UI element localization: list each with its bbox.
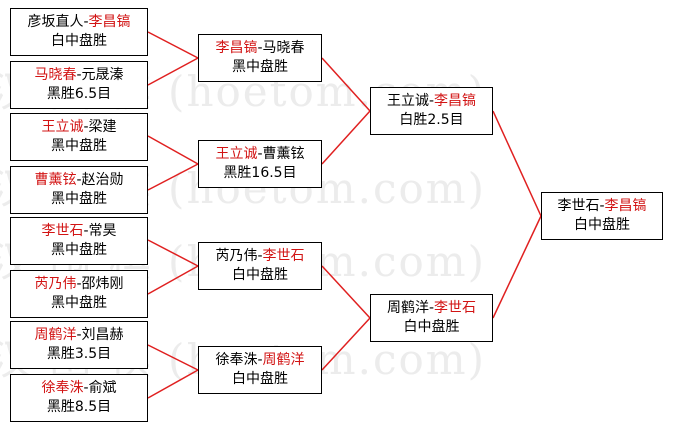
- match-players: 王立诚-梁建: [41, 119, 117, 135]
- player-2: 赵治勋: [81, 172, 124, 188]
- match-r2-3: 芮乃伟-李世石 白中盘胜: [198, 242, 322, 290]
- match-result: 黑胜16.5目: [223, 165, 297, 181]
- connector-line: [147, 163, 199, 191]
- match-result: 白中盘胜: [574, 217, 630, 233]
- player-1: 徐奉洙: [215, 352, 258, 368]
- connector-line: [147, 135, 199, 165]
- match-players: 曹薰铉-赵治勋: [34, 172, 124, 188]
- match-result: 白胜2.5目: [399, 112, 464, 128]
- match-result: 白中盘胜: [51, 33, 107, 49]
- match-r1-1: 彦坂直人-李昌镐 白中盘胜: [10, 8, 148, 56]
- match-r1-2: 马晓春-元晟溱 黑胜6.5目: [10, 61, 148, 109]
- connector-line: [492, 110, 542, 217]
- match-result: 黑中盘胜: [51, 191, 107, 207]
- player-1: 李世石: [41, 223, 84, 239]
- match-r1-7: 周鹤洋-刘昌赫 黑胜3.5目: [10, 321, 148, 369]
- player-2: 邵炜刚: [81, 276, 124, 292]
- connector-line: [321, 110, 371, 165]
- player-2: 刘昌赫: [81, 327, 124, 343]
- connector-line: [147, 265, 199, 295]
- player-2: 周鹤洋: [262, 352, 305, 368]
- player-2: 李昌镐: [88, 14, 131, 30]
- match-result: 黑中盘胜: [51, 242, 107, 258]
- player-2: 李世石: [262, 248, 305, 264]
- player-2: 曹薰铉: [262, 146, 305, 162]
- player-2: 马晓春: [262, 40, 305, 56]
- match-result: 白中盘胜: [232, 267, 288, 283]
- player-1: 彦坂直人: [27, 14, 84, 30]
- player-2: 李世石: [434, 300, 477, 316]
- match-players: 李世石-常昊: [41, 223, 117, 239]
- match-players: 马晓春-元晟溱: [34, 67, 124, 83]
- player-2: 梁建: [88, 119, 117, 135]
- connector-line: [321, 317, 371, 371]
- match-r1-3: 王立诚-梁建 黑中盘胜: [10, 113, 148, 161]
- match-players: 芮乃伟-邵炜刚: [34, 276, 124, 292]
- match-result: 黑胜3.5目: [46, 346, 112, 362]
- match-r1-6: 芮乃伟-邵炜刚 黑中盘胜: [10, 270, 148, 318]
- player-1: 周鹤洋: [34, 327, 77, 343]
- player-1: 徐奉洙: [41, 380, 84, 396]
- connector-line: [321, 57, 371, 112]
- player-1: 芮乃伟: [215, 248, 258, 264]
- match-players: 周鹤洋-刘昌赫: [34, 327, 124, 343]
- connector-line: [147, 369, 199, 399]
- match-result: 白中盘胜: [232, 371, 288, 387]
- player-1: 李世石: [557, 198, 600, 214]
- match-final: 李世石-李昌镐 白中盘胜: [541, 192, 663, 240]
- player-1: 马晓春: [34, 67, 77, 83]
- match-r3-2: 周鹤洋-李世石 白中盘胜: [370, 294, 493, 342]
- match-players: 周鹤洋-李世石: [386, 300, 477, 316]
- match-players: 王立诚-曹薰铉: [215, 146, 305, 162]
- match-players: 徐奉洙-周鹤洋: [215, 352, 305, 368]
- match-r2-4: 徐奉洙-周鹤洋 白中盘胜: [198, 346, 322, 394]
- connector-line: [147, 239, 199, 267]
- connector-line: [147, 31, 199, 59]
- connector-line: [147, 344, 199, 371]
- connector-line: [147, 57, 199, 86]
- player-2: 李昌镐: [434, 93, 477, 109]
- match-r1-5: 李世石-常昊 黑中盘胜: [10, 217, 148, 265]
- match-players: 李世石-李昌镐: [557, 198, 647, 214]
- match-result: 白中盘胜: [403, 319, 460, 335]
- player-2: 常昊: [88, 223, 117, 239]
- match-players: 李昌镐-马晓春: [215, 40, 305, 56]
- player-2: 李昌镐: [604, 198, 647, 214]
- match-result: 黑中盘胜: [232, 59, 288, 75]
- match-players: 王立诚-李昌镐: [386, 93, 477, 109]
- match-r3-1: 王立诚-李昌镐 白胜2.5目: [370, 87, 493, 135]
- player-1: 李昌镐: [215, 40, 258, 56]
- match-r2-1: 李昌镐-马晓春 黑中盘胜: [198, 34, 322, 82]
- match-players: 芮乃伟-李世石: [215, 248, 305, 264]
- player-1: 周鹤洋: [386, 300, 429, 316]
- player-2: 俞斌: [88, 380, 117, 396]
- match-r2-2: 王立诚-曹薰铉 黑胜16.5目: [198, 140, 322, 188]
- match-players: 彦坂直人-李昌镐: [27, 14, 131, 30]
- player-1: 曹薰铉: [34, 172, 77, 188]
- match-result: 黑胜8.5目: [46, 399, 112, 415]
- player-1: 芮乃伟: [34, 276, 77, 292]
- player-2: 元晟溱: [81, 67, 124, 83]
- match-result: 黑中盘胜: [51, 138, 107, 154]
- player-1: 王立诚: [215, 146, 258, 162]
- match-result: 黑胜6.5目: [46, 86, 112, 102]
- connector-line: [492, 215, 542, 319]
- match-players: 徐奉洙-俞斌: [41, 380, 117, 396]
- match-result: 黑中盘胜: [51, 295, 107, 311]
- player-1: 王立诚: [386, 93, 429, 109]
- match-r1-8: 徐奉洙-俞斌 黑胜8.5目: [10, 374, 148, 422]
- player-1: 王立诚: [41, 119, 84, 135]
- connector-line: [321, 265, 371, 319]
- match-r1-4: 曹薰铉-赵治勋 黑中盘胜: [10, 166, 148, 214]
